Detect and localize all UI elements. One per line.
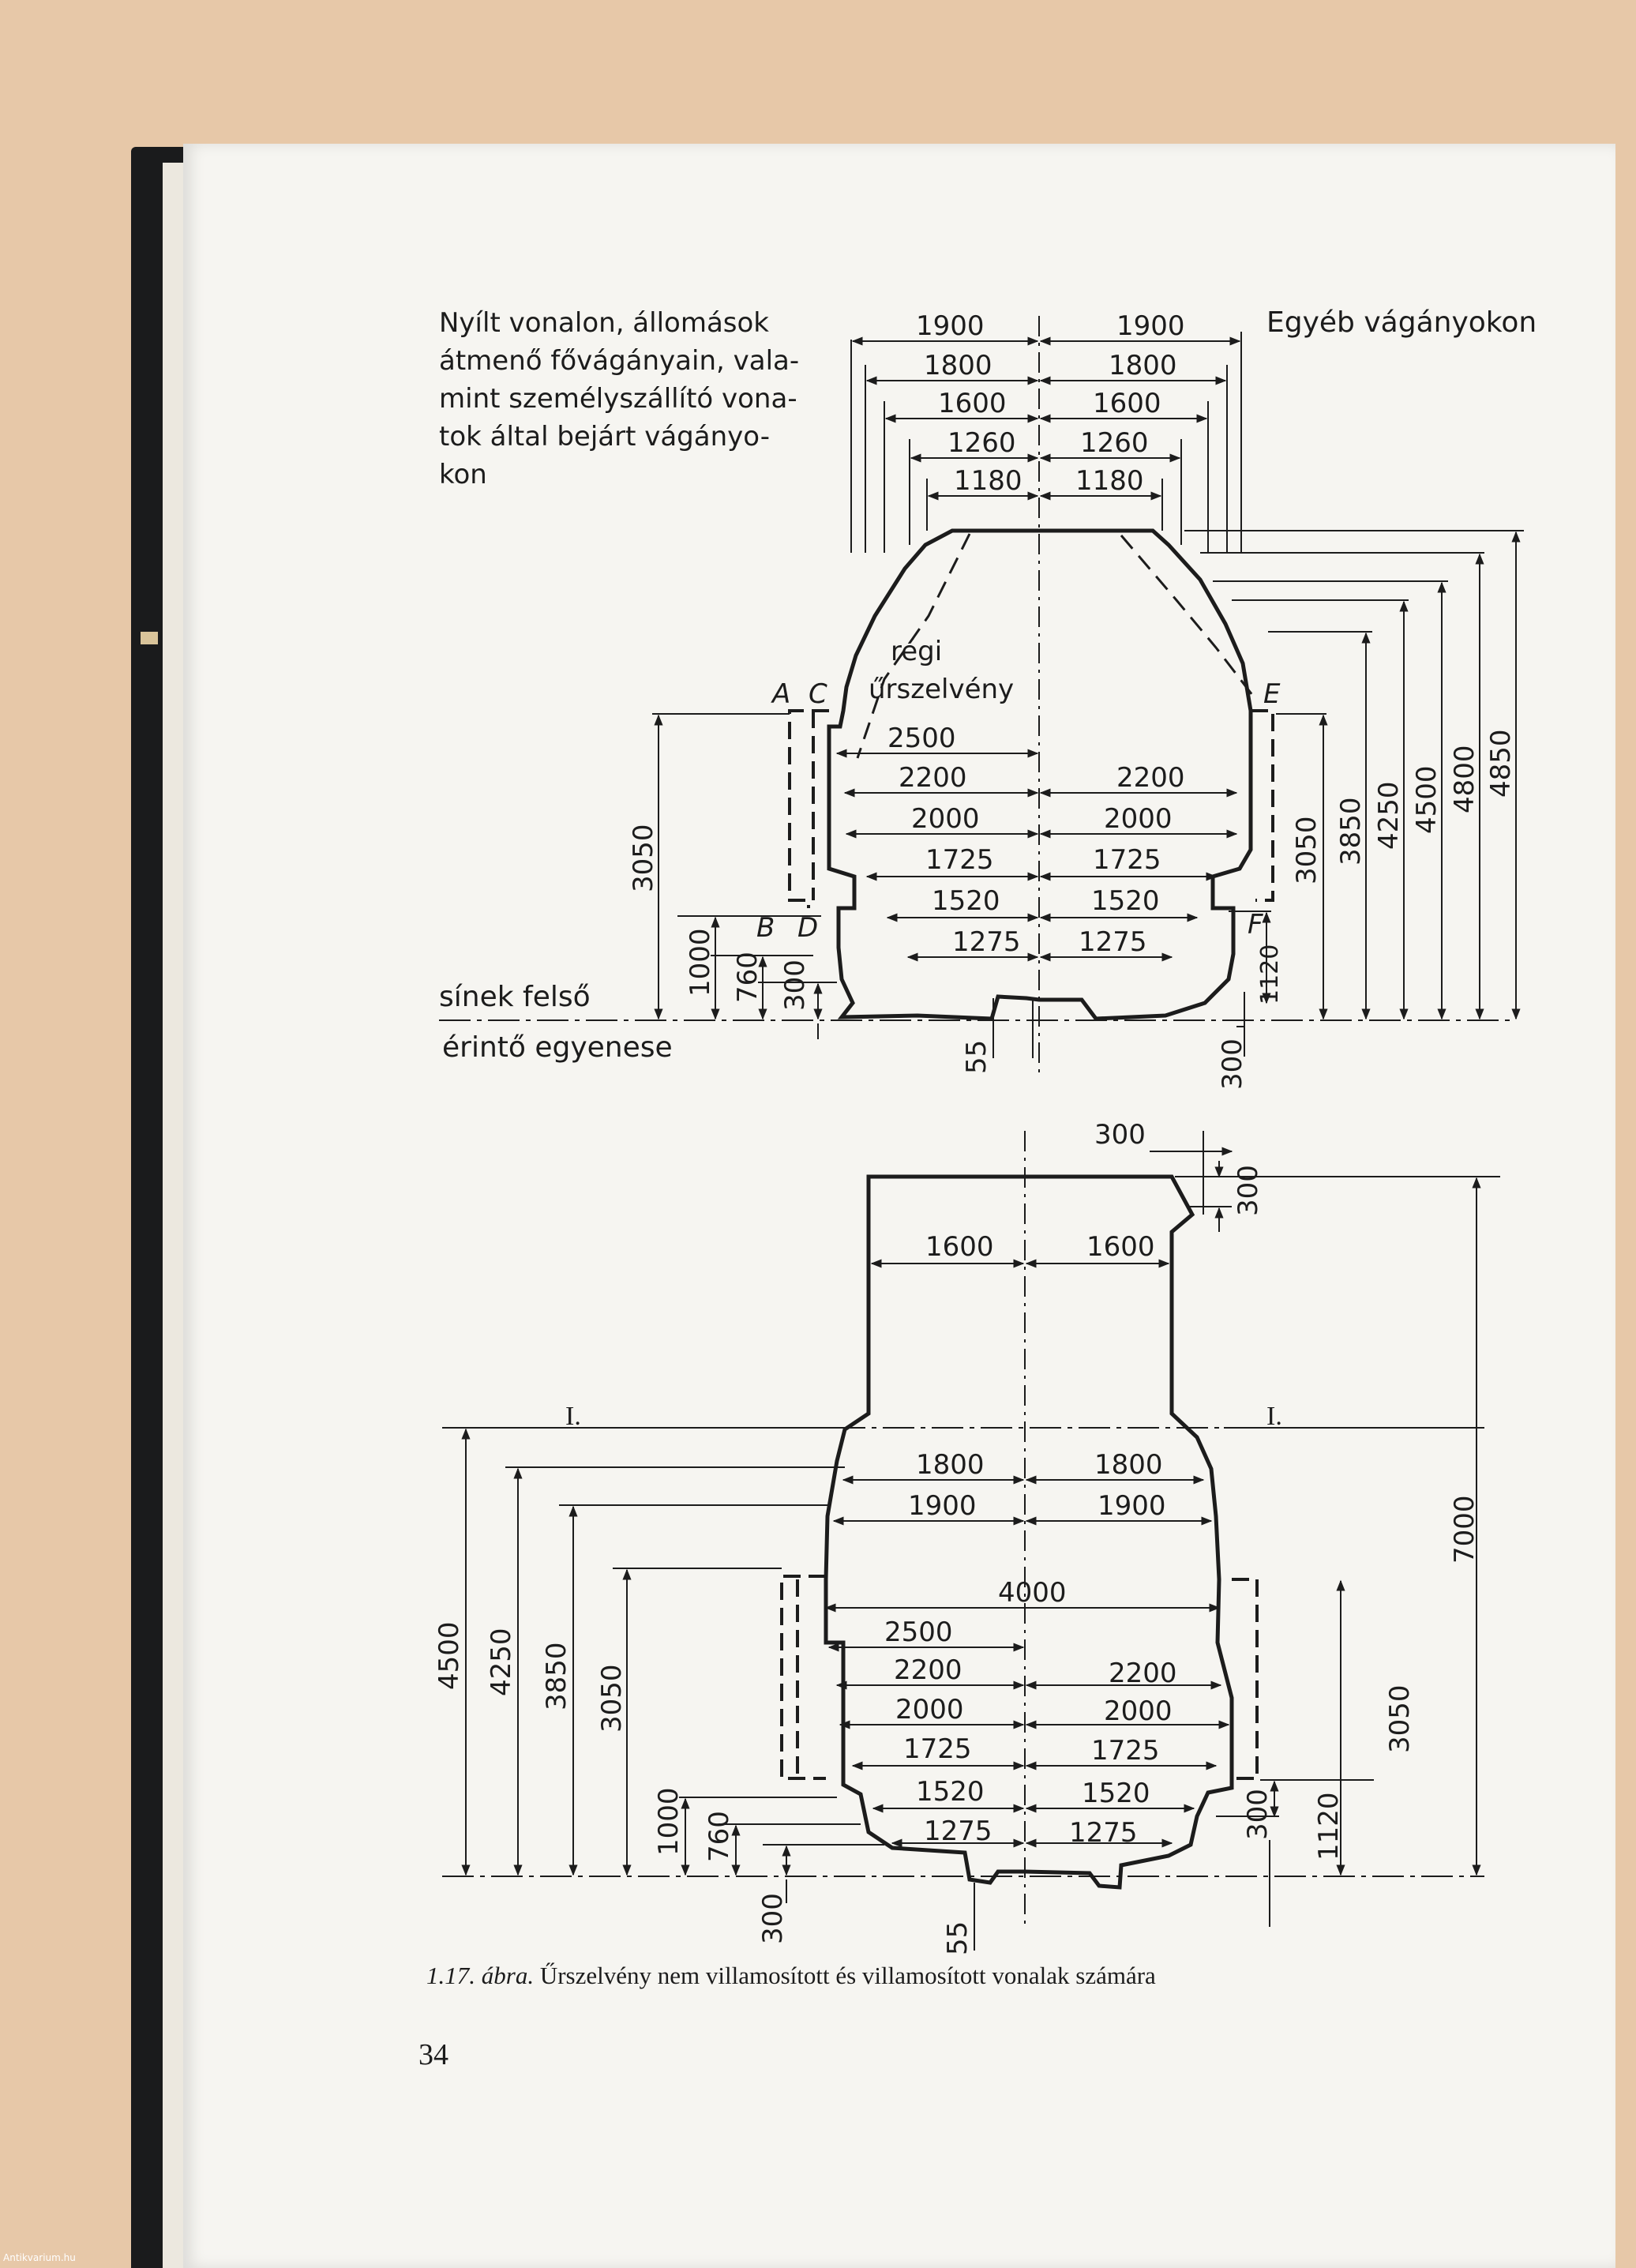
u-2000-r: 2000	[1104, 803, 1173, 835]
figure-caption: 1.17. ábra. Űrszelvény nem villamosított…	[426, 1962, 1532, 1990]
l-1275-l: 1275	[924, 1816, 992, 1847]
l-1800-left: 1800	[916, 1449, 985, 1481]
l-1600-right: 1600	[1086, 1231, 1155, 1263]
l-4000: 4000	[998, 1577, 1067, 1609]
l-1900-right: 1900	[1098, 1490, 1166, 1522]
u-r-1120: 1120	[1256, 944, 1284, 1004]
u-r-4250: 4250	[1373, 781, 1405, 850]
l-300-vertical: 300	[1233, 1165, 1264, 1216]
u-1275-l: 1275	[952, 926, 1021, 958]
dim-1800-left: 1800	[924, 350, 992, 381]
l-r-300: 300	[1242, 1789, 1274, 1840]
u-r-4800: 4800	[1449, 745, 1480, 813]
dim-1800-right: 1800	[1109, 350, 1177, 381]
note-left-line-2: átmenő fővágányain, vala-	[439, 345, 799, 377]
dim-1180-left: 1180	[954, 465, 1022, 497]
u-r-4850: 4850	[1485, 729, 1517, 798]
l-r-3050: 3050	[1384, 1684, 1416, 1753]
u-r-4500: 4500	[1411, 765, 1443, 834]
l-1800-right: 1800	[1094, 1449, 1163, 1481]
page-number: 34	[418, 2038, 448, 2071]
point-c: C	[809, 678, 827, 710]
u-r-300-bottom: 300	[1217, 1038, 1248, 1090]
l-1600-left: 1600	[925, 1231, 994, 1263]
u-1725-l: 1725	[925, 844, 994, 876]
dim-1600-right: 1600	[1093, 388, 1161, 419]
point-d: D	[797, 912, 818, 944]
dim-1260-right: 1260	[1080, 427, 1149, 459]
u-r-3850: 3850	[1335, 797, 1367, 866]
caption-text: Űrszelvény nem villamosított és villamos…	[534, 1962, 1156, 1989]
note-left-line-4: tok által bejárt vágányo-	[439, 421, 770, 452]
rails-label-1: sínek felső	[439, 981, 591, 1013]
dim-1900-left: 1900	[916, 310, 985, 342]
note-right: Egyéb vágányokon	[1266, 306, 1537, 339]
point-b: B	[756, 912, 775, 944]
l-l-3850: 3850	[541, 1642, 572, 1710]
u-h-1000: 1000	[685, 928, 716, 997]
l-l-55: 55	[942, 1921, 974, 1955]
l-2200-l: 2200	[894, 1654, 962, 1686]
l-300-corner: 300	[1094, 1119, 1146, 1151]
point-a: A	[771, 678, 790, 710]
point-f: F	[1248, 909, 1263, 941]
lower-gauge-outline	[824, 1174, 1234, 1890]
dim-1180-right: 1180	[1075, 465, 1144, 497]
section-mark-right: I.	[1266, 1402, 1282, 1431]
u-1275-r: 1275	[1079, 926, 1147, 958]
u-2200-r: 2200	[1116, 762, 1185, 794]
l-1275-r: 1275	[1069, 1817, 1138, 1849]
dim-1900-right: 1900	[1116, 310, 1185, 342]
u-r-3050: 3050	[1291, 816, 1323, 884]
l-l-760: 760	[704, 1811, 735, 1862]
rails-label-2: érintő egyenese	[442, 1031, 673, 1064]
l-r-7000: 7000	[1449, 1495, 1480, 1564]
l-2000-r: 2000	[1104, 1695, 1173, 1727]
u-h-300: 300	[779, 959, 811, 1011]
l-1520-l: 1520	[916, 1776, 985, 1808]
l-1725-l: 1725	[903, 1733, 972, 1765]
l-1725-r: 1725	[1091, 1735, 1160, 1767]
caption-number: 1.17. ábra.	[426, 1962, 535, 1989]
u-2500: 2500	[887, 723, 956, 754]
dim-1600-left: 1600	[938, 388, 1007, 419]
u-h-3050: 3050	[628, 824, 659, 892]
l-2500: 2500	[884, 1617, 953, 1648]
l-r-1120: 1120	[1313, 1792, 1345, 1861]
l-l-1000: 1000	[653, 1787, 685, 1856]
l-l-300: 300	[757, 1893, 789, 1944]
regi-label-2: űrszelvény	[869, 674, 1014, 705]
u-1520-l: 1520	[932, 885, 1000, 917]
u-2200-l: 2200	[899, 762, 967, 794]
watermark: Antikvarium.hu	[3, 2252, 76, 2263]
l-l-3050: 3050	[596, 1664, 628, 1733]
u-1520-r: 1520	[1091, 885, 1160, 917]
l-l-4250: 4250	[486, 1628, 517, 1696]
section-mark-left: I.	[565, 1402, 581, 1431]
u-h-760: 760	[732, 952, 764, 1003]
l-2200-r: 2200	[1109, 1658, 1177, 1689]
l-1520-r: 1520	[1082, 1778, 1150, 1809]
regi-label-1: régi	[891, 636, 942, 667]
note-left-line-3: mint személyszállító vona-	[439, 383, 797, 415]
u-1725-r: 1725	[1093, 844, 1161, 876]
book-page	[183, 144, 1615, 2268]
l-1900-left: 1900	[908, 1490, 977, 1522]
u-55: 55	[961, 1040, 992, 1074]
point-e: E	[1263, 678, 1281, 710]
note-left-line-1: Nyílt vonalon, állomások	[439, 307, 769, 339]
upper-gauge-outline	[827, 528, 1253, 1021]
spine-stripe	[141, 632, 158, 644]
note-left-line-5: kon	[439, 459, 487, 490]
dim-1260-left: 1260	[947, 427, 1016, 459]
l-2000-l: 2000	[895, 1694, 964, 1725]
l-l-4500: 4500	[433, 1621, 465, 1690]
u-2000-l: 2000	[911, 803, 980, 835]
